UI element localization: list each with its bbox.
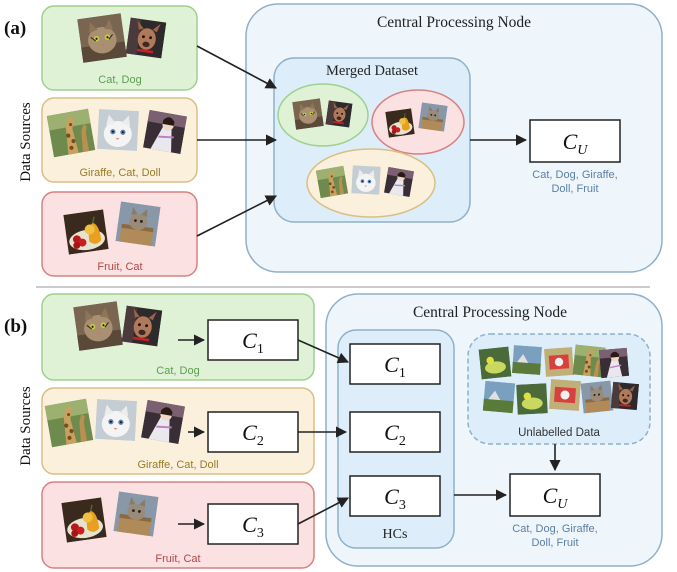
svg-text:CU: CU xyxy=(543,483,569,512)
svg-text:C3: C3 xyxy=(242,512,264,541)
panel-a-label: (a) xyxy=(4,18,26,39)
panel-b-source-1-label: Cat, Dog xyxy=(156,365,199,377)
arrow-classifier-3-to-hc-3 xyxy=(297,497,349,525)
dog-photo-icon xyxy=(125,17,167,59)
unlabelled-photo-icon xyxy=(548,378,582,412)
panel-a-source-2-label: Giraffe, Cat, Doll xyxy=(79,167,160,179)
doll-photo-icon xyxy=(383,166,415,198)
panel-b-classifier-classes-line-1: Cat, Dog, Giraffe, xyxy=(512,523,597,535)
cat-photo-icon xyxy=(73,301,123,351)
arrow-source-1-to-merged xyxy=(196,45,277,89)
panel-b-node-title: Central Processing Node xyxy=(413,304,567,321)
panel-b-source-2-label: Giraffe, Cat, Doll xyxy=(137,459,218,471)
svg-text:C1: C1 xyxy=(242,328,264,357)
cat-photo-icon xyxy=(96,108,140,152)
panel-b-source-3-label: Fruit, Cat xyxy=(155,553,200,565)
cat-photo-icon xyxy=(418,102,448,132)
doll-photo-icon xyxy=(142,109,188,155)
local-classifier-1: C1 xyxy=(207,319,299,361)
merged-cluster-cat-dog xyxy=(277,83,369,147)
svg-text:CU: CU xyxy=(563,129,589,158)
panel-b-arrows xyxy=(178,334,561,530)
panel-b-classifier-classes-line-2: Doll, Fruit xyxy=(531,537,578,549)
arrow-source-3-to-merged xyxy=(196,195,277,237)
cat-photo-icon xyxy=(115,201,161,247)
fruit-photo-icon xyxy=(60,497,108,543)
panel-a-node-title: Central Processing Node xyxy=(377,14,531,31)
svg-text:C2: C2 xyxy=(242,420,264,449)
panel-a-unified-classifier: CU xyxy=(529,119,621,163)
panel-b-label: (b) xyxy=(4,316,27,337)
cat-photo-icon xyxy=(77,13,127,63)
giraffe-photo-icon xyxy=(46,108,96,158)
fruit-photo-icon xyxy=(62,209,110,255)
unlabelled-data-label: Unlabelled Data xyxy=(518,427,600,439)
unlabelled-photo-icon xyxy=(598,347,630,379)
panel-a-source-1-label: Cat, Dog xyxy=(98,74,141,86)
svg-text:C1: C1 xyxy=(384,352,406,381)
hc-classifier-2: C2 xyxy=(349,411,441,453)
giraffe-photo-icon xyxy=(44,398,94,448)
panel-b-unified-classifier: CU xyxy=(509,473,601,517)
panel-b-data-sources-label: Data Sources xyxy=(18,386,34,466)
unlabelled-photo-icon xyxy=(478,346,512,380)
unlabelled-photo-icon xyxy=(610,381,640,411)
panel-a-source-2: Giraffe, Cat, Doll xyxy=(41,97,198,183)
panel-a-source-1: Cat, Dog xyxy=(41,5,198,91)
panel-a-source-3: Fruit, Cat xyxy=(41,191,198,277)
panel-a-classifier-classes-line-2: Doll, Fruit xyxy=(551,183,598,195)
unlabelled-photo-icon xyxy=(516,383,548,415)
local-classifier-2: C2 xyxy=(207,411,299,453)
cat-photo-icon xyxy=(351,165,381,195)
svg-text:C2: C2 xyxy=(384,420,406,449)
hcs-label: HCs xyxy=(383,527,408,542)
dog-photo-icon xyxy=(121,305,163,347)
merged-dataset-title: Merged Dataset xyxy=(326,63,418,79)
unlabelled-photo-icon xyxy=(544,347,574,377)
hc-classifier-3: C3 xyxy=(349,475,441,517)
dog-photo-icon xyxy=(325,100,353,128)
cat-photo-icon xyxy=(113,491,159,537)
panel-a-arrows xyxy=(196,45,528,237)
unlabelled-photo-icon xyxy=(482,380,516,414)
unlabelled-photo-icon xyxy=(512,345,542,375)
fruit-photo-icon xyxy=(384,108,416,138)
svg-text:C3: C3 xyxy=(384,484,406,513)
panel-a-data-sources-label: Data Sources xyxy=(18,102,34,182)
cat-photo-icon xyxy=(292,98,324,130)
unlabelled-photo-icon xyxy=(580,380,614,414)
cat-photo-icon xyxy=(94,398,138,442)
doll-photo-icon xyxy=(140,399,186,445)
hc-classifier-1: C1 xyxy=(349,343,441,385)
panel-a-source-3-label: Fruit, Cat xyxy=(97,261,142,273)
merged-cluster-fruit-cat xyxy=(371,89,465,155)
giraffe-photo-icon xyxy=(315,165,349,199)
local-classifier-3: C3 xyxy=(207,503,299,545)
panel-a-classifier-classes-line-1: Cat, Dog, Giraffe, xyxy=(532,169,617,181)
arrow-classifier-1-to-hc-1 xyxy=(297,339,350,364)
